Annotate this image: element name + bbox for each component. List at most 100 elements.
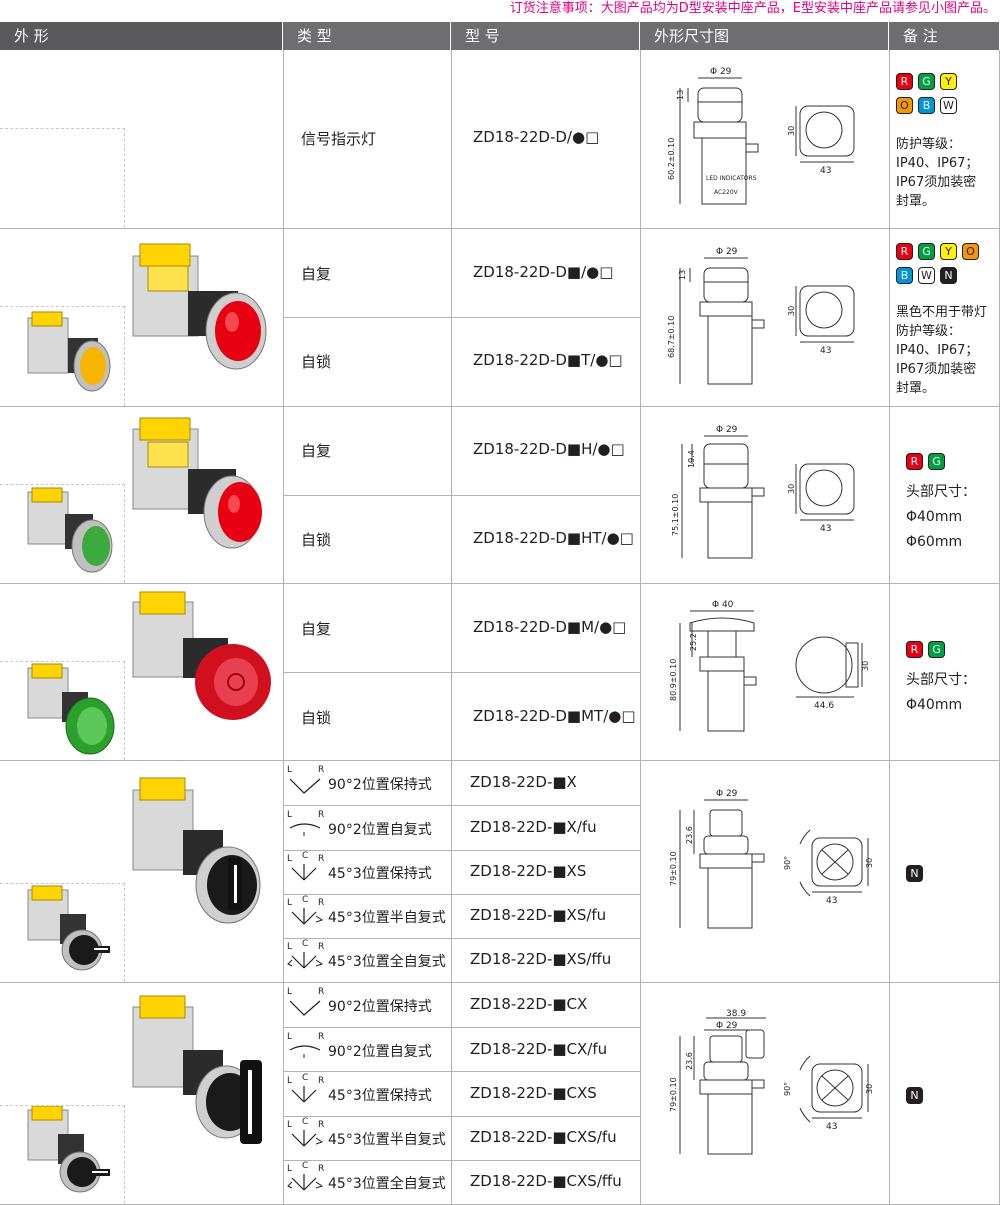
svg-text:68.7±0.10: 68.7±0.10 (667, 316, 676, 358)
key-selector-small-image (27, 1106, 110, 1193)
rotation-label-left: L (287, 810, 293, 820)
flush-button-yellow-small-image (27, 311, 111, 392)
rotation-label-center: C (302, 1161, 309, 1171)
model-number: ZD18-22D-■CXS/ffu (470, 1172, 622, 1190)
svg-text:30: 30 (865, 1084, 874, 1094)
color-badge-green: G (928, 453, 945, 470)
type-label: 45°3位置全自复式 (328, 954, 446, 970)
model-number: ZD18-22D-■XS/fu (470, 906, 607, 924)
rotation-position-icon (289, 1000, 321, 1016)
color-badge-green: G (918, 243, 935, 260)
rotation-label-center: C (302, 1117, 309, 1127)
row-divider (283, 894, 640, 895)
small-image-frame (0, 661, 125, 760)
extended-button-green-small-image (27, 487, 113, 573)
svg-text:90°: 90° (783, 856, 792, 870)
rotation-label-center: C (302, 895, 309, 905)
color-badge-blue: B (918, 97, 935, 114)
order-notice: 订货注意事项：大图产品均为D型安装中座产品，E型安装中座产品请参见小图产品。 (509, 1, 996, 16)
section-divider (0, 228, 1000, 229)
rotation-position-icon (291, 1130, 324, 1147)
type-label: 90°2位置自复式 (328, 1044, 432, 1060)
remarks-text: 黑色不用于带灯 防护等级： IP40、IP67； IP67须加装密 封罩。 (896, 305, 988, 396)
svg-text:80.9±0.10: 80.9±0.10 (669, 659, 678, 701)
grid-line (283, 50, 284, 1205)
svg-text:30: 30 (861, 661, 870, 671)
row-divider (283, 1160, 640, 1161)
svg-text:25.2: 25.2 (689, 633, 698, 651)
header-model: 型 号 (451, 22, 640, 50)
model-number: ZD18-22D-D/●□ (473, 128, 600, 146)
model-number: ZD18-22D-D■M/●□ (473, 618, 627, 636)
color-badge-red: R (896, 73, 913, 90)
svg-text:13: 13 (678, 270, 687, 280)
type-label: 自复 (301, 442, 332, 460)
row-divider (283, 805, 640, 806)
dimension-drawing-selector-switch: Φ 29 23.6 79±0.10 90° 30 43 (669, 789, 874, 929)
model-number: ZD18-22D-D■/●□ (473, 263, 614, 281)
grid-line (640, 50, 641, 1205)
rotation-position-icon (287, 1174, 324, 1191)
color-badge-black: N (906, 865, 923, 882)
rotation-label-right: R (318, 987, 325, 997)
flush-button-red-large-image (132, 243, 267, 370)
color-badges: N (906, 864, 928, 883)
rotation-position-icon (289, 1045, 321, 1058)
rotation-label-left: L (287, 1120, 293, 1130)
dimension-drawing-long-handle-selector: 38.9 Φ 29 23.6 79±0.10 90° 30 43 (669, 1009, 874, 1155)
selector-switch-small-image (27, 885, 110, 971)
type-label: 45°3位置半自复式 (328, 1132, 446, 1148)
header-dimension: 外形尺寸图 (640, 22, 889, 50)
svg-text:LED INDICATORS: LED INDICATORS (706, 175, 757, 182)
color-badge-yellow: Y (940, 73, 957, 90)
model-number: ZD18-22D-■XS (470, 862, 587, 880)
model-number: ZD18-22D-D■MT/●□ (473, 707, 636, 725)
row-divider (283, 1027, 640, 1028)
svg-text:Φ 29: Φ 29 (716, 789, 738, 799)
rotation-label-right: R (318, 1076, 325, 1086)
type-label: 自复 (301, 620, 332, 638)
svg-text:Φ 40: Φ 40 (712, 600, 734, 610)
color-badge-green: G (918, 73, 935, 90)
color-badge-white: W (918, 267, 935, 284)
row-divider (283, 495, 640, 496)
extended-button-red-large-image (132, 417, 262, 549)
dimension-drawing-extended-button: Φ 29 19.4 75.1±0.10 30 43 (671, 425, 855, 559)
rotation-position-icon (289, 778, 321, 794)
svg-text:30: 30 (787, 306, 796, 316)
rotation-label-right: R (318, 1032, 325, 1042)
section-divider (0, 406, 1000, 407)
grid-line (889, 50, 890, 1205)
section-divider (0, 583, 1000, 584)
rotation-label-left: L (287, 765, 293, 775)
rotation-label-right: R (318, 810, 325, 820)
rotation-position-icon (287, 952, 324, 969)
dimension-drawing-flush-button: Φ 29 13 68.7±0.10 30 43 (667, 247, 855, 385)
svg-text:38.9: 38.9 (726, 1009, 746, 1019)
model-number: ZD18-22D-D■HT/●□ (473, 529, 634, 547)
color-badge-orange: O (962, 243, 979, 260)
color-badge-black: N (940, 267, 957, 284)
rotation-position-icon (289, 823, 321, 836)
rotation-label-left: L (287, 1032, 293, 1042)
model-number: ZD18-22D-■X (470, 773, 577, 791)
color-badge-red: R (906, 453, 923, 470)
rotation-position-icon (291, 908, 324, 925)
svg-text:43: 43 (820, 346, 831, 356)
svg-text:13: 13 (676, 90, 685, 100)
svg-text:30: 30 (787, 126, 796, 136)
svg-text:75.1±0.10: 75.1±0.10 (671, 494, 680, 536)
grid-line (451, 50, 452, 1205)
model-number: ZD18-22D-■CX (470, 995, 588, 1013)
svg-text:43: 43 (820, 166, 831, 176)
svg-text:79±0.10: 79±0.10 (669, 1077, 678, 1112)
svg-text:30: 30 (787, 484, 796, 494)
type-label: 45°3位置全自复式 (328, 1176, 446, 1192)
model-number: ZD18-22D-■CXS (470, 1084, 597, 1102)
rotation-label-right: R (318, 898, 325, 908)
type-label: 自锁 (301, 353, 332, 371)
svg-text:AC220V: AC220V (714, 189, 739, 196)
model-number: ZD18-22D-D■H/●□ (473, 440, 625, 458)
